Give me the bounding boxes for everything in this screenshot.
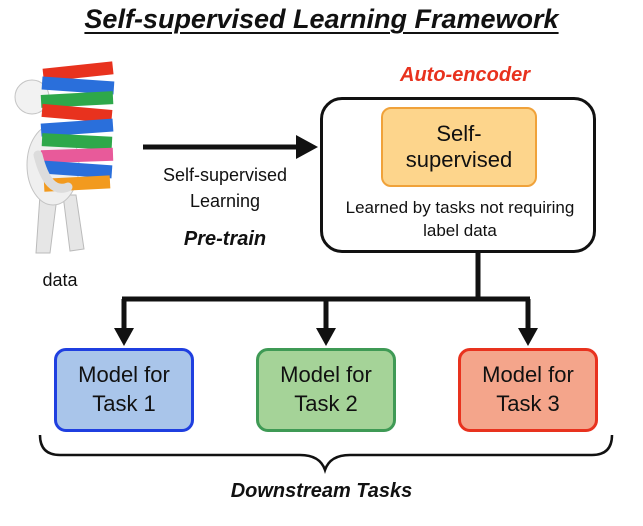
task-1-label: Model for Task 1 (78, 362, 170, 416)
task-3-box: Model for Task 3 (458, 348, 598, 432)
task-2-label: Model for Task 2 (280, 362, 372, 416)
curly-brace-icon (38, 434, 614, 474)
page-title: Self-supervised Learning Framework (0, 4, 643, 35)
tree-connector (122, 253, 530, 302)
data-label: data (42, 270, 78, 290)
arrow-down-icon (518, 299, 538, 346)
downstream-tasks-label: Downstream Tasks (230, 480, 413, 502)
self-supervised-box-label: Self-supervised (405, 120, 513, 172)
self-supervised-box: Self-supervised (381, 107, 537, 187)
self-supervised-learning-label: Self-supervised Learning (162, 165, 288, 212)
arrow-down-icon (316, 299, 336, 346)
task-1-box: Model for Task 1 (54, 348, 194, 432)
arrow-right-icon (143, 135, 318, 159)
pretrain-label: Pre-train (183, 228, 267, 250)
page-title-text: Self-supervised Learning Framework (84, 4, 559, 34)
task-3-label: Model for Task 3 (482, 362, 574, 416)
task-2-box: Model for Task 2 (256, 348, 396, 432)
autoencoder-label: Auto-encoder (400, 64, 530, 86)
autoencoder-note: Learned by tasks not requiring label dat… (345, 198, 575, 240)
person-carrying-binders-icon (14, 61, 115, 254)
arrow-down-icon (114, 299, 134, 346)
